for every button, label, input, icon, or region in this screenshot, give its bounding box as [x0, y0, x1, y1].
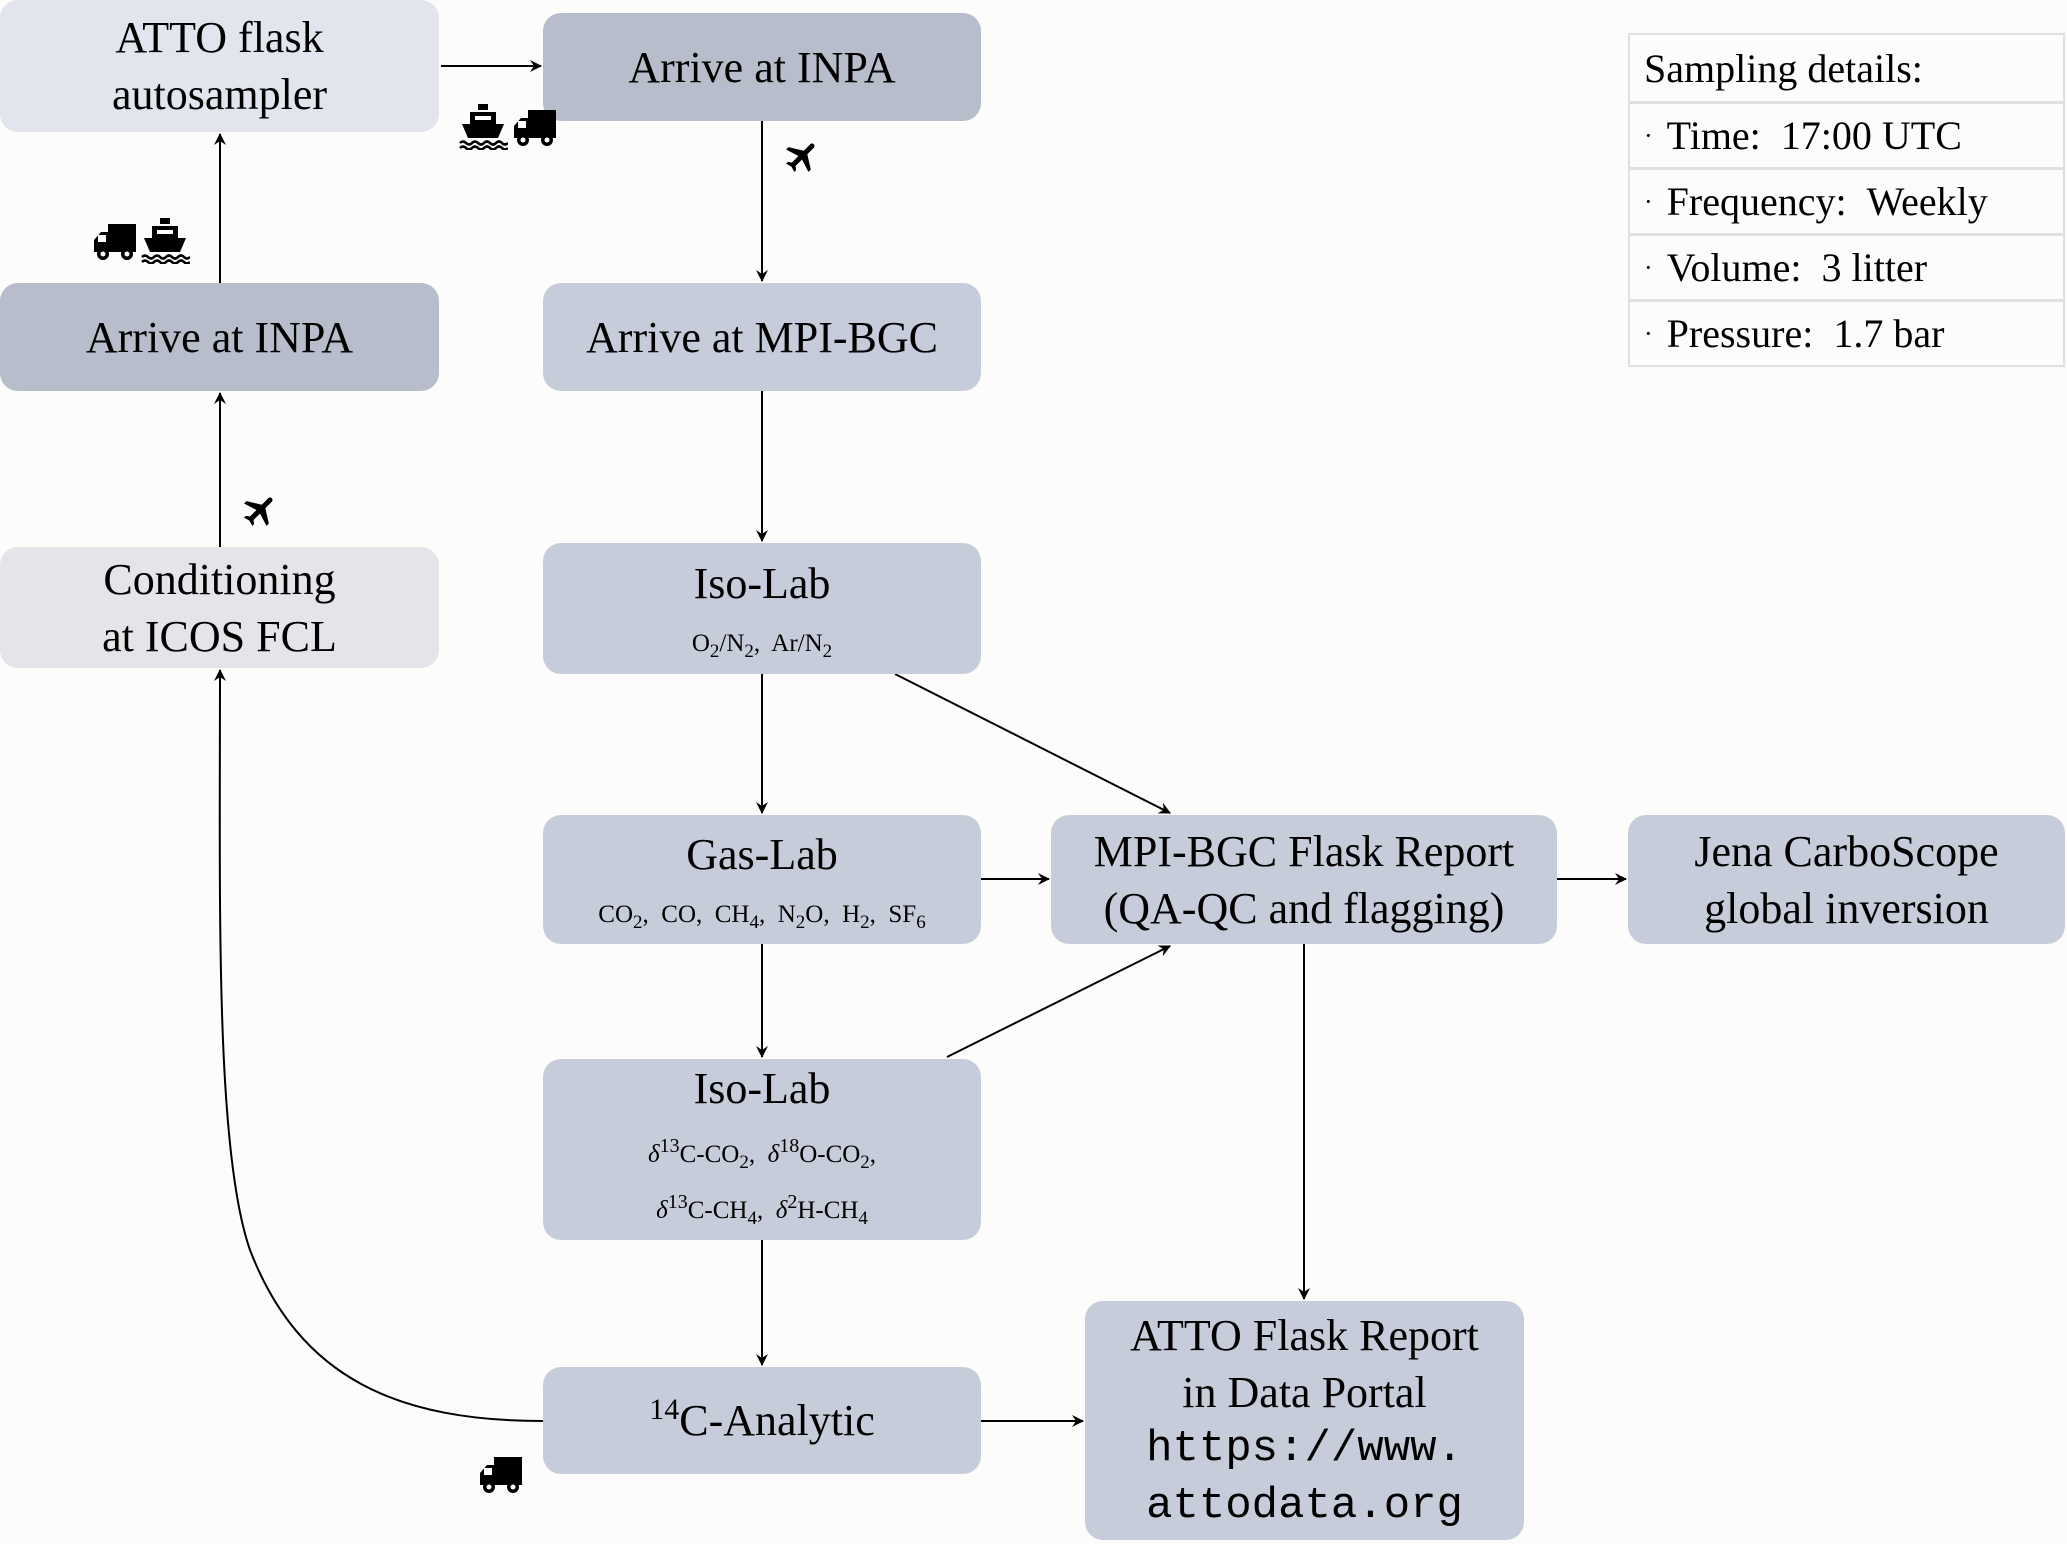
- node-arrive-inpa-top[interactable]: Arrive at INPA: [543, 13, 981, 121]
- node-label: in Data Portal: [1182, 1367, 1427, 1417]
- species-list: O2/N2, Ar/N2: [691, 630, 833, 662]
- node-label: MPI-BGC Flask Report: [1093, 826, 1515, 876]
- node-label: global inversion: [1704, 883, 1989, 933]
- node-isolab-isotopes[interactable]: Iso-Lab δ13C-CO2, δ18O-CO2, δ13C-CH4, δ2…: [543, 1059, 981, 1240]
- node-arrive-inpa-left[interactable]: Arrive at INPA: [0, 283, 439, 391]
- node-label: Arrive at INPA: [628, 42, 896, 92]
- node-atto-flask-autosampler[interactable]: ATTO flask autosampler: [0, 0, 439, 132]
- node-label: Conditioning: [103, 554, 336, 604]
- node-label: (QA-QC and flagging): [1103, 883, 1505, 933]
- species-list: CO2, CO, CH4, N2O, H2, SF6: [598, 901, 926, 933]
- truck-icon: [480, 1457, 522, 1493]
- truck-icon: [94, 224, 136, 260]
- sampling-details-table: Sampling details: ·Time: 17:00 UTC ·Freq…: [1628, 33, 2065, 367]
- table-header: Sampling details:: [1644, 45, 1923, 91]
- ship-icon: [459, 104, 508, 150]
- node-mpi-bgc-flask-report[interactable]: MPI-BGC Flask Report (QA-QC and flagging…: [1051, 815, 1557, 944]
- node-arrive-mpi-bgc[interactable]: Arrive at MPI-BGC: [543, 283, 981, 391]
- node-atto-flask-report[interactable]: ATTO Flask Report in Data Portal https:/…: [1085, 1301, 1524, 1540]
- node-label: 14C-Analytic: [649, 1393, 875, 1446]
- airplane-icon: [786, 143, 815, 172]
- airplane-icon: [244, 497, 273, 526]
- arrow-isolab1-to-mpi-report: [894, 673, 1171, 814]
- node-label: ATTO flask: [115, 13, 324, 62]
- truck-icon: [514, 110, 556, 146]
- node-isolab-o2[interactable]: Iso-Lab O2/N2, Ar/N2: [543, 543, 981, 674]
- arrow-c14-to-conditioning: [213, 669, 544, 1422]
- node-14c-analytic[interactable]: 14C-Analytic: [543, 1367, 981, 1474]
- data-portal-link[interactable]: https://www.: [1146, 1423, 1463, 1474]
- table-row: ·Time: 17:00 UTC: [1630, 101, 2063, 167]
- table-row: ·Pressure: 1.7 bar: [1630, 299, 2063, 365]
- table-row: ·Volume: 3 litter: [1630, 233, 2063, 299]
- ship-icon: [141, 218, 190, 264]
- node-label: at ICOS FCL: [102, 611, 337, 661]
- species-list: δ13C-CO2, δ18O-CO2, δ13C-CH4, δ2H-CH4: [647, 1135, 877, 1229]
- node-label: Iso-Lab: [693, 559, 831, 608]
- node-label: Iso-Lab: [693, 1064, 831, 1113]
- node-conditioning-icos-fcl[interactable]: Conditioning at ICOS FCL: [0, 547, 439, 668]
- node-label: autosampler: [111, 70, 328, 119]
- node-jena-carboscope[interactable]: Jena CarboScope global inversion: [1628, 815, 2065, 944]
- node-label: Arrive at MPI-BGC: [586, 312, 938, 362]
- node-label: Arrive at INPA: [85, 312, 354, 362]
- node-label: Jena CarboScope: [1694, 826, 1999, 876]
- arrow-isolab2-to-mpi-report: [946, 945, 1171, 1058]
- table-row: ·Frequency: Weekly: [1630, 167, 2063, 233]
- node-label: Gas-Lab: [686, 830, 838, 879]
- node-label: ATTO Flask Report: [1130, 1310, 1479, 1360]
- node-gaslab[interactable]: Gas-Lab CO2, CO, CH4, N2O, H2, SF6: [543, 815, 981, 944]
- data-portal-link[interactable]: attodata.org: [1146, 1480, 1463, 1531]
